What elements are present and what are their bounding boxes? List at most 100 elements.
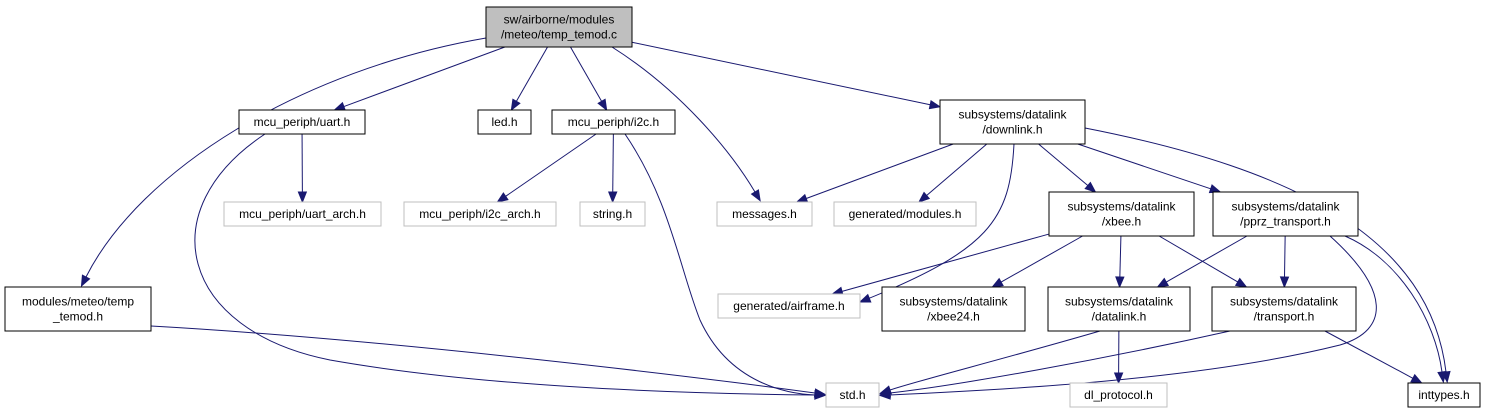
edge-transport-to-inttypes xyxy=(1324,330,1414,379)
node-i2c-arch[interactable]: mcu_periph/i2c_arch.h xyxy=(403,201,557,227)
node-inttypes[interactable]: inttypes.h xyxy=(1407,382,1481,408)
node-label: subsystems/datalink xyxy=(958,108,1067,122)
edges-layer xyxy=(80,37,1451,400)
edge-xbee-to-xbee24 xyxy=(1000,235,1083,283)
edge-pprz-to-transport xyxy=(1284,235,1286,278)
node-box xyxy=(1048,191,1195,237)
node-gen-airframe[interactable]: generated/airframe.h xyxy=(717,293,861,319)
node-box xyxy=(716,201,813,227)
edge-i2c-to-std xyxy=(624,133,816,396)
node-label: /datalink.h xyxy=(1092,310,1147,324)
node-box xyxy=(403,201,557,227)
node-box xyxy=(939,99,1086,145)
edge-xbee-to-transport xyxy=(1158,235,1238,283)
node-std[interactable]: std.h xyxy=(825,382,880,408)
edge-xbee-to-xbee24-arrowhead xyxy=(991,277,1004,288)
node-box xyxy=(833,201,977,227)
node-box xyxy=(551,109,676,135)
node-label: /downlink.h xyxy=(982,123,1042,137)
edge-pprz-to-datalink xyxy=(1165,235,1248,283)
node-xbee[interactable]: subsystems/datalink/xbee.h xyxy=(1048,191,1195,237)
edge-root-to-temod-h-arrowhead xyxy=(80,274,91,288)
edge-pprz-to-inttypes xyxy=(1344,235,1443,373)
edge-i2c-to-string-arrowhead xyxy=(608,191,618,204)
node-string[interactable]: string.h xyxy=(579,201,646,227)
edge-xbee-to-datalink-arrowhead xyxy=(1115,276,1125,289)
edge-root-to-messages xyxy=(611,46,756,193)
edge-datalink-to-std xyxy=(889,330,1101,391)
edge-root-to-uart xyxy=(343,46,506,108)
edge-i2c-to-string xyxy=(612,133,614,193)
edge-xbee-to-transport-arrowhead xyxy=(1234,277,1248,288)
node-label: /pprz_transport.h xyxy=(1240,215,1331,229)
node-label: /transport.h xyxy=(1254,310,1315,324)
node-box xyxy=(4,286,152,332)
edge-root-to-messages-arrowhead xyxy=(750,189,761,202)
edge-pprz-to-transport-arrowhead xyxy=(1279,276,1290,289)
node-label: sw/airborne/modules xyxy=(504,13,615,27)
node-box xyxy=(485,6,633,48)
edge-downlink-to-pprz-arrowhead xyxy=(1208,184,1222,194)
node-label: mcu_periph/i2c_arch.h xyxy=(419,207,540,221)
edge-downlink-to-xbee xyxy=(1038,143,1089,186)
node-label: subsystems/datalink xyxy=(1065,295,1174,309)
edge-downlink-to-messages xyxy=(806,143,954,199)
edge-datalink-to-dl-protocol-arrowhead xyxy=(1113,372,1124,385)
node-label: subsystems/datalink xyxy=(1067,200,1176,214)
node-root[interactable]: sw/airborne/modules/meteo/temp_temod.c xyxy=(485,6,633,48)
edge-xbee-to-gen-airframe xyxy=(841,233,1050,292)
node-gen-modules[interactable]: generated/modules.h xyxy=(833,201,977,227)
node-label: subsystems/datalink xyxy=(1230,295,1339,309)
node-label: /xbee24.h xyxy=(927,310,980,324)
node-pprz[interactable]: subsystems/datalink/pprz_transport.h xyxy=(1212,191,1359,237)
node-label: subsystems/datalink xyxy=(899,295,1008,309)
edge-downlink-to-gen-airframe xyxy=(859,143,1015,303)
edge-root-to-downlink-arrowhead xyxy=(928,100,942,110)
edge-uart-to-std xyxy=(194,133,816,396)
node-temod-h[interactable]: modules/meteo/temp_temod.h xyxy=(4,286,152,332)
node-led[interactable]: led.h xyxy=(477,109,532,135)
node-label: generated/airframe.h xyxy=(733,299,844,313)
node-dl-protocol[interactable]: dl_protocol.h xyxy=(1069,382,1168,408)
node-i2c[interactable]: mcu_periph/i2c.h xyxy=(551,109,676,135)
node-xbee24[interactable]: subsystems/datalink/xbee24.h xyxy=(881,286,1026,332)
edge-transport-to-std-arrowhead xyxy=(878,388,892,398)
node-box xyxy=(717,293,861,319)
edge-downlink-to-pprz xyxy=(1077,143,1211,190)
node-datalink[interactable]: subsystems/datalink/datalink.h xyxy=(1047,286,1191,332)
node-label: mcu_periph/i2c.h xyxy=(568,115,659,129)
edge-downlink-to-messages-arrowhead xyxy=(795,193,809,203)
node-box xyxy=(825,382,880,408)
node-box xyxy=(223,201,382,227)
edge-xbee-to-datalink xyxy=(1119,235,1122,278)
edge-downlink-to-gen-airframe-arrowhead xyxy=(858,293,872,303)
edge-transport-to-inttypes-arrowhead xyxy=(1410,373,1423,384)
node-uart[interactable]: mcu_periph/uart.h xyxy=(238,109,366,135)
node-label: /xbee.h xyxy=(1102,215,1141,229)
edge-transport-to-std xyxy=(889,330,1231,394)
edge-downlink-to-xbee-arrowhead xyxy=(1084,181,1097,193)
edge-uart-to-uart-arch-arrowhead xyxy=(297,191,308,204)
node-uart-arch[interactable]: mcu_periph/uart_arch.h xyxy=(223,201,382,227)
edge-root-to-uart-arrowhead xyxy=(333,101,346,111)
edge-pprz-to-datalink-arrowhead xyxy=(1156,277,1170,288)
edge-i2c-to-i2c-arch-arrowhead xyxy=(496,192,509,203)
node-label: _temod.h xyxy=(52,310,103,324)
node-downlink[interactable]: subsystems/datalink/downlink.h xyxy=(939,99,1086,145)
node-label: subsystems/datalink xyxy=(1231,200,1340,214)
edge-temod-h-to-std xyxy=(150,325,816,394)
node-transport[interactable]: subsystems/datalink/transport.h xyxy=(1211,286,1357,332)
edge-i2c-to-i2c-arch xyxy=(505,133,597,197)
node-label: led.h xyxy=(491,115,517,129)
node-label: inttypes.h xyxy=(1418,388,1469,402)
node-box xyxy=(238,109,366,135)
edge-root-to-led-arrowhead xyxy=(510,98,521,112)
node-box xyxy=(579,201,646,227)
node-label: string.h xyxy=(593,207,632,221)
node-box xyxy=(1211,286,1357,332)
node-box xyxy=(1069,382,1168,408)
edge-root-to-downlink xyxy=(631,41,931,106)
node-messages[interactable]: messages.h xyxy=(716,201,813,227)
node-box xyxy=(477,109,532,135)
